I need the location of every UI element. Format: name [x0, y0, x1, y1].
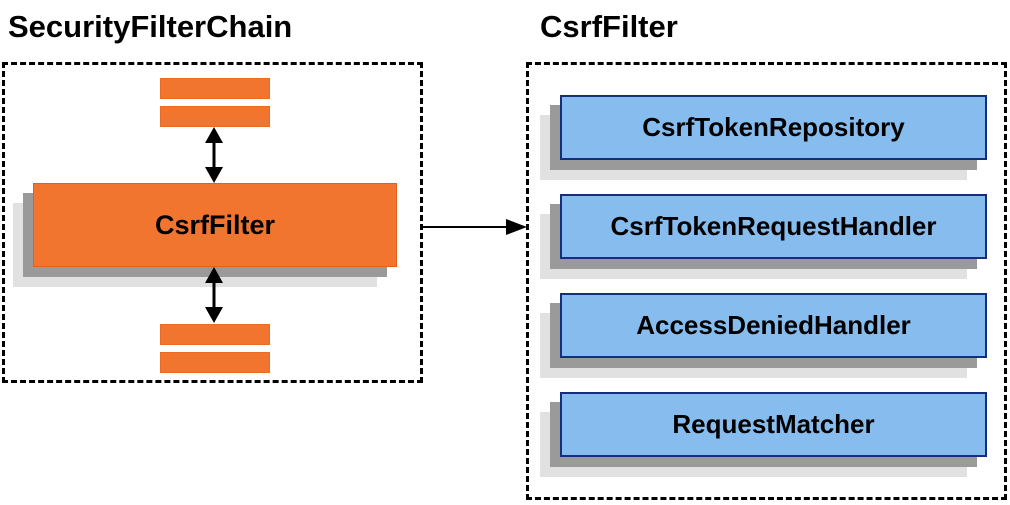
filter-placeholder-bar	[160, 324, 270, 345]
right-arrow-icon	[421, 219, 527, 235]
up-down-arrow-icon	[205, 267, 223, 323]
csrf-token-request-handler-box: CsrfTokenRequestHandler	[560, 194, 987, 259]
csrf-filter-panel	[526, 62, 1007, 500]
component-box-label: RequestMatcher	[672, 409, 875, 439]
request-matcher-box: RequestMatcher	[560, 392, 987, 457]
filter-placeholder-bar	[160, 352, 270, 373]
csrf-token-repository-box: CsrfTokenRepository	[560, 95, 987, 160]
component-box-label: CsrfTokenRepository	[642, 112, 905, 142]
component-box-label: CsrfTokenRequestHandler	[610, 211, 937, 241]
csrf-filter-box-label: CsrfFilter	[154, 209, 276, 240]
csrf-filter-box: CsrfFilter	[33, 183, 397, 267]
access-denied-handler-box: AccessDeniedHandler	[560, 293, 987, 358]
filter-placeholder-bar	[160, 106, 270, 127]
security-filter-chain-panel	[2, 62, 423, 383]
filter-placeholder-bar	[160, 78, 270, 99]
component-box-label: AccessDeniedHandler	[636, 310, 911, 340]
up-down-arrow-icon	[205, 127, 223, 183]
left-panel-title: SecurityFilterChain	[8, 9, 293, 44]
right-panel-title: CsrfFilter	[540, 9, 678, 44]
